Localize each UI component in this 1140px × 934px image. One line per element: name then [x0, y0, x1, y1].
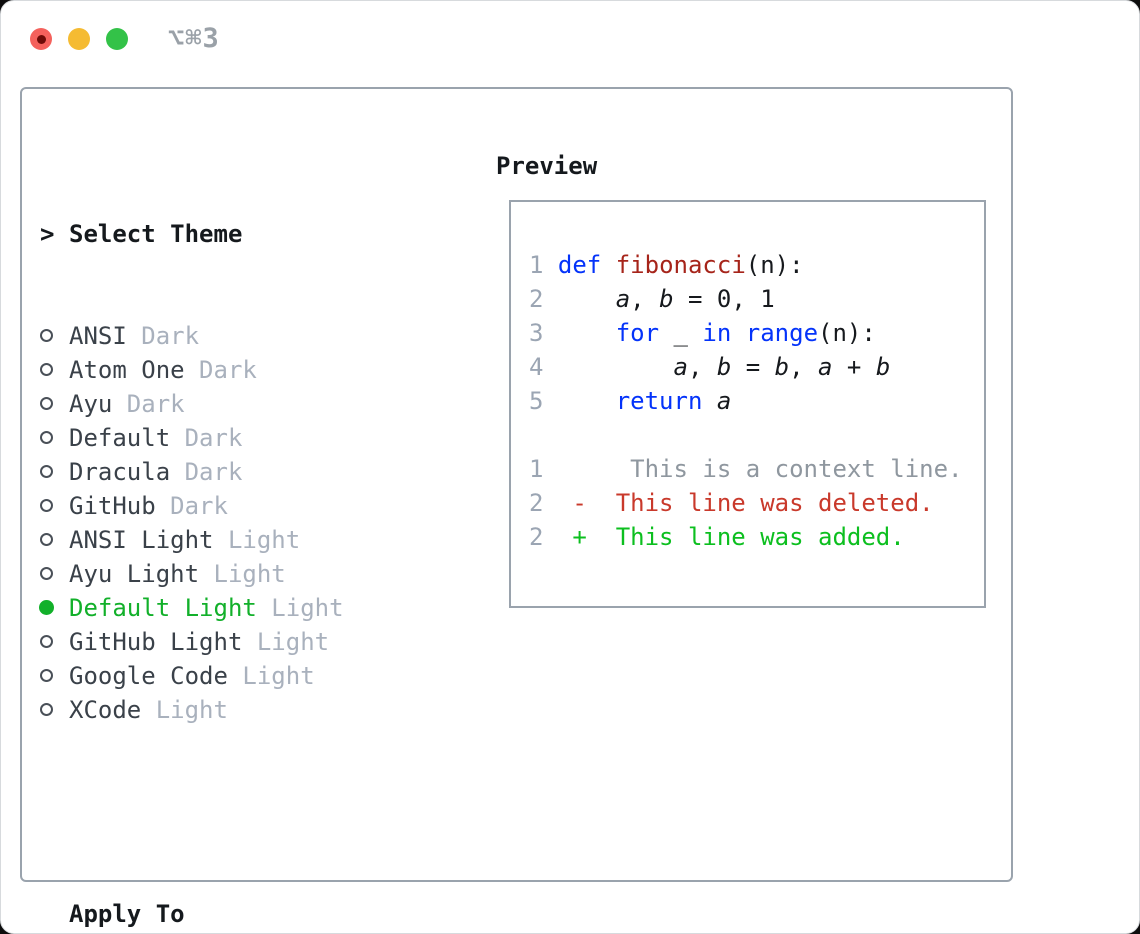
radio-icon	[40, 702, 53, 716]
option-label: Ayu	[69, 390, 113, 418]
code-line: 3 for _ in range(n):	[529, 319, 876, 347]
code-line: 5 return a	[529, 387, 732, 415]
option-label: XCode	[69, 696, 142, 724]
apply-to-title: Apply To	[69, 900, 185, 928]
prompt-icon: >	[40, 220, 55, 248]
radio-icon	[40, 532, 53, 546]
variant-label: Dark	[184, 356, 257, 384]
modified-dot-icon	[36, 34, 46, 44]
theme-option-xcode[interactable]: XCode Light	[40, 693, 445, 727]
variant-label: Light	[141, 696, 228, 724]
indent	[40, 421, 69, 455]
indent	[40, 693, 69, 727]
window-controls	[30, 28, 128, 50]
variant-label: Light	[199, 560, 286, 588]
preview-code: 1 def fibonacci(n): 2 a, b = 0, 1 3 for _ …	[529, 248, 963, 554]
option-label: Atom One	[69, 356, 185, 384]
radio-selected-icon	[39, 599, 54, 615]
option-label: Dracula	[69, 458, 171, 486]
indent	[40, 319, 69, 353]
radio-icon	[40, 464, 53, 478]
select-theme-title: Select Theme	[69, 220, 243, 248]
code-line: 1 This is a context line.	[529, 455, 963, 483]
variant-label: Dark	[112, 390, 185, 418]
option-label: GitHub Light	[69, 628, 243, 656]
theme-option-default[interactable]: Default Dark	[40, 421, 445, 455]
variant-label: Dark	[155, 492, 228, 520]
code-line: 2 - This line was deleted.	[529, 489, 934, 517]
theme-option-dracula[interactable]: Dracula Dark	[40, 455, 445, 489]
preview-title: Preview	[496, 152, 598, 180]
indent	[40, 523, 69, 557]
variant-label: Dark	[170, 424, 243, 452]
radio-icon	[40, 362, 53, 376]
code-line: 2 + This line was added.	[529, 523, 905, 551]
theme-option-atom-one[interactable]: Atom One Dark	[40, 353, 445, 387]
preview-box: 1 def fibonacci(n): 2 a, b = 0, 1 3 for _ …	[509, 200, 986, 608]
theme-option-ansi-light[interactable]: ANSI Light Light	[40, 523, 445, 557]
option-label: Default	[69, 424, 171, 452]
window-title: ⌥⌘3	[168, 23, 220, 54]
blank-row	[40, 795, 445, 829]
radio-icon	[40, 430, 53, 444]
indent	[40, 557, 69, 591]
option-label: Default Light	[69, 594, 257, 622]
code-line: 2 a, b = 0, 1	[529, 285, 775, 313]
indent	[40, 489, 69, 523]
indent	[40, 387, 69, 421]
radio-icon	[40, 328, 53, 342]
variant-label: Light	[256, 594, 344, 622]
variant-label: Light	[242, 628, 330, 656]
variant-label: Light	[227, 662, 315, 690]
theme-option-google-code[interactable]: Google Code Light	[40, 659, 445, 693]
option-label: Ayu Light	[69, 560, 200, 588]
radio-icon	[40, 668, 53, 682]
radio-icon	[40, 566, 53, 580]
apply-to-header: Apply To	[40, 897, 445, 931]
code-line: 1 def fibonacci(n):	[529, 251, 804, 279]
theme-option-ansi[interactable]: ANSI Dark	[40, 319, 445, 353]
select-theme-header: > Select Theme	[40, 217, 445, 251]
indent	[39, 591, 69, 625]
indent	[40, 625, 69, 659]
variant-label: Light	[213, 526, 301, 554]
code-line	[529, 418, 963, 452]
option-label: Google Code	[69, 662, 228, 690]
radio-icon	[40, 396, 53, 410]
option-label: ANSI	[69, 322, 127, 350]
close-button[interactable]	[30, 28, 52, 50]
minimize-button[interactable]	[68, 28, 90, 50]
radio-icon	[40, 498, 53, 512]
variant-label: Dark	[126, 322, 200, 350]
option-label: GitHub	[69, 492, 156, 520]
theme-option-ayu[interactable]: Ayu Dark	[40, 387, 445, 421]
radio-icon	[40, 634, 53, 648]
theme-option-github-light[interactable]: GitHub Light Light	[40, 625, 445, 659]
indent	[40, 353, 69, 387]
variant-label: Dark	[170, 458, 243, 486]
indent	[40, 659, 69, 693]
theme-option-ayu-light[interactable]: Ayu Light Light	[40, 557, 445, 591]
theme-option-default-light[interactable]: Default Light Light	[39, 591, 445, 625]
indent	[40, 455, 69, 489]
code-line: 4 a, b = b, a + b	[529, 353, 891, 381]
option-label: ANSI Light	[69, 526, 214, 554]
zoom-button[interactable]	[106, 28, 128, 50]
theme-option-github[interactable]: GitHub Dark	[40, 489, 445, 523]
